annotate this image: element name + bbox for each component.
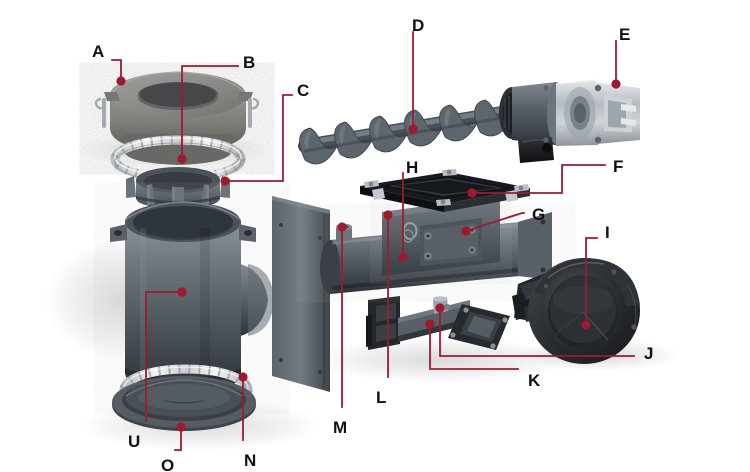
callout-dot-h [398, 252, 408, 262]
callout-dot-e [611, 79, 621, 89]
callout-label-f: F [613, 157, 624, 176]
part-feeder-hopper-flange-lid [360, 169, 530, 212]
callout-leader-u [145, 291, 183, 422]
callout-label-h: H [406, 158, 419, 177]
callout-dot-m [337, 222, 347, 232]
callout-label-l: L [376, 388, 387, 407]
callout-label-n: N [244, 451, 257, 470]
callout-label-j: J [644, 344, 654, 363]
callout-leader-i [585, 237, 598, 326]
callout-dot-j [435, 303, 445, 313]
part-support-leg-frame [272, 196, 400, 392]
callout-label-a: A [92, 42, 105, 61]
callout-leader-a [111, 59, 122, 82]
callout-dot-l [383, 210, 393, 220]
part-gear-motor-drive [499, 79, 640, 163]
callout-dot-b [177, 154, 187, 164]
callout-dot-n [238, 372, 248, 382]
callout-leader-lines [111, 31, 635, 451]
part-refractory-burner-ring [94, 71, 260, 165]
callout-dot-g [461, 226, 471, 236]
callout-dot-a [116, 76, 126, 86]
callout-label-b: B [243, 53, 256, 72]
part-mounting-rail-bracket [398, 296, 510, 350]
callout-dot-f [467, 188, 477, 198]
callout-leader-k [429, 323, 519, 370]
callout-label-g: G [532, 205, 546, 224]
callout-dot-d [408, 124, 418, 134]
callout-label-u: U [128, 432, 141, 451]
callout-label-i: I [605, 223, 610, 242]
callout-dot-c [220, 176, 230, 186]
callout-label-d: D [412, 16, 425, 35]
callout-leader-o [174, 426, 182, 451]
callout-leader-f [471, 164, 606, 194]
callout-label-k: K [528, 371, 541, 390]
callout-dot-i [581, 320, 591, 330]
callout-dot-o [176, 422, 186, 432]
callout-leader-j [439, 307, 635, 357]
callout-label-e: E [619, 25, 631, 44]
callout-label-c: C [297, 81, 310, 100]
callout-leader-b [181, 65, 239, 160]
callout-dot-u [177, 287, 187, 297]
callout-leader-g [464, 212, 525, 233]
callout-leader-c [224, 94, 293, 182]
callout-dot-k [425, 319, 435, 329]
part-combustion-air-blower-fan [512, 258, 640, 364]
callout-label-m: M [333, 418, 348, 437]
part-ash-pan-lid [112, 376, 256, 431]
callout-anchor-dots [116, 76, 621, 432]
callout-label-o: O [161, 456, 175, 472]
